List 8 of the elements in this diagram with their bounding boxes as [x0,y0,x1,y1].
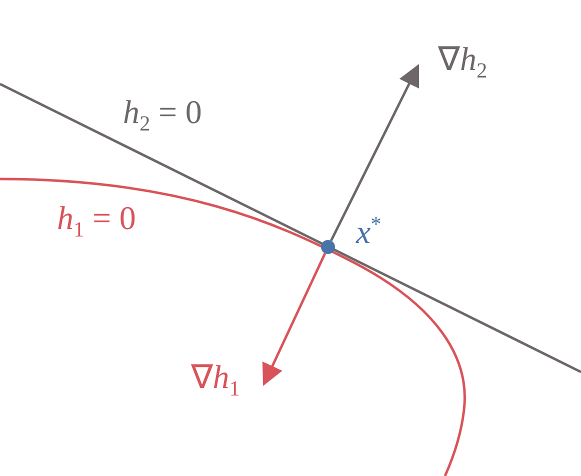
gradient-arrow [330,64,420,242]
gradient-label: ∇h$_{1}$ [190,360,240,396]
gradient-label: ∇h$_{2}$ [438,42,488,78]
equation-label: h$_{2}$ = 0 [123,97,202,136]
point-label: x$^{*}$ [356,214,382,250]
equation-label: h$_{1}$ = 0 [57,203,136,242]
gradient-arrow [262,252,326,386]
point-marker [321,240,335,254]
